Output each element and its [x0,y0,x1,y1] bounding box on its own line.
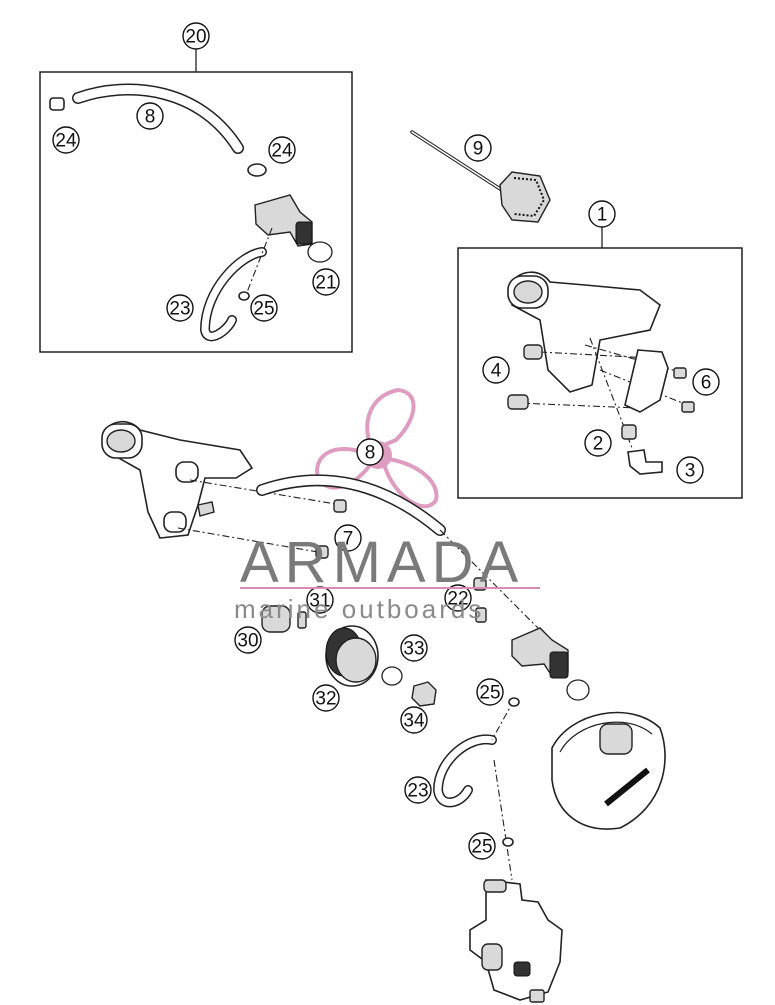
callout-number: 22 [447,589,468,610]
callout-circle [312,684,340,712]
callout-c8a: 8 [136,102,164,130]
watermark-text: ARMADA marine outboards [234,530,540,624]
oil-cap-dipstick [410,130,603,248]
callout-number: 32 [315,689,336,710]
callout-circle [182,22,210,50]
callout-number: 1 [597,205,608,226]
callout-number: 34 [403,711,425,732]
callout-c21: 21 [312,268,340,296]
callout-circle [166,294,194,322]
callout-circle [468,832,496,860]
callout-circle [676,456,704,484]
callout-c2: 2 [584,429,612,457]
callout-c25a: 25 [250,294,278,322]
callout-c25c: 25 [468,832,496,860]
callout-circle [234,626,262,654]
watermark-tagline: marine outboards [234,594,484,624]
callout-c6: 6 [692,368,720,396]
callout-circle [584,429,612,457]
callout-c3: 3 [676,456,704,484]
callout-circle [404,776,432,804]
callout-number: 8 [145,107,156,128]
callout-number: 24 [55,131,77,152]
callout-number: 20 [185,27,206,48]
kit-20-box [39,48,353,353]
callout-circle [52,126,80,154]
callout-circle [400,706,428,734]
callout-c25b: 25 [476,678,504,706]
callout-number: 6 [701,373,712,394]
callout-c34: 34 [400,706,428,734]
callout-number: 31 [309,591,330,612]
callout-c9: 9 [464,134,492,162]
callout-number: 2 [593,434,604,455]
callout-circle [588,200,616,228]
callout-number: 24 [271,141,293,162]
callout-circle [476,678,504,706]
callout-number: 21 [315,273,336,294]
callout-number: 25 [471,837,492,858]
callout-circle [136,102,164,130]
callout-number: 4 [491,361,502,382]
callout-number: 25 [479,683,500,704]
callout-c30: 30 [234,626,262,654]
callout-number: 7 [343,529,354,550]
kit-1-box [457,247,743,499]
callout-c24a: 24 [52,126,80,154]
callout-number: 25 [253,299,274,320]
callout-number: 3 [685,461,696,482]
callout-circle [444,584,472,612]
callout-c22: 22 [444,584,472,612]
callout-c32: 32 [312,684,340,712]
callout-c31: 31 [306,586,334,614]
watermark-brand: ARMADA [240,530,524,595]
main-assembly [101,420,666,1003]
callout-circle [250,294,278,322]
callout-c23a: 23 [166,294,194,322]
callout-c33: 33 [400,634,428,662]
callout-number: 8 [365,443,376,464]
callout-number: 23 [169,299,190,320]
callout-number: 23 [407,781,428,802]
callout-circle [356,438,384,466]
callout-c24b: 24 [268,136,296,164]
callout-circle [692,368,720,396]
callout-c8b: 8 [356,438,384,466]
callout-c7: 7 [334,524,362,552]
callout-number: 33 [403,639,424,660]
callout-circle [464,134,492,162]
callout-circle [334,524,362,552]
callout-c4: 4 [482,356,510,384]
callout-number: 9 [473,139,484,160]
callout-number: 30 [237,631,258,652]
callout-c20: 20 [182,22,210,50]
callout-circle [268,136,296,164]
callout-circle [482,356,510,384]
callout-circle [312,268,340,296]
callout-c23b: 23 [404,776,432,804]
callout-c1: 1 [588,200,616,228]
callout-circle [400,634,428,662]
